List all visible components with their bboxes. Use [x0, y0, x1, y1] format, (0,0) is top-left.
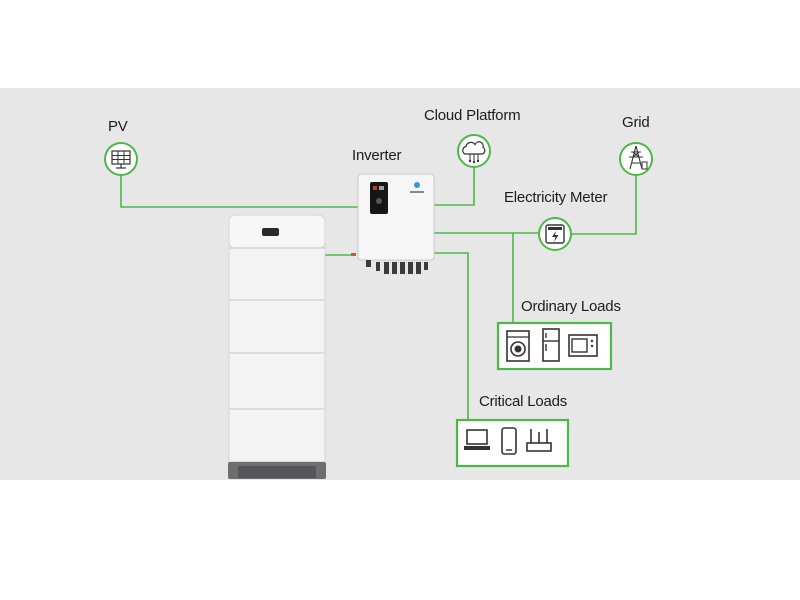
cloud-platform-label: Cloud Platform [424, 107, 521, 124]
grid-label: Grid [622, 114, 650, 131]
pv-to-inverter-line [120, 175, 358, 208]
battery-stack [228, 214, 326, 479]
inverter-unit [351, 173, 435, 274]
electricity-meter-icon [538, 217, 572, 251]
router-icon [526, 429, 552, 452]
refrigerator-icon [542, 328, 560, 362]
to-critical-loads-line [434, 252, 469, 420]
microwave-icon [568, 334, 598, 357]
ordinary-loads-box [496, 321, 613, 371]
meter-to-grid-line [569, 175, 637, 235]
smartphone-icon [501, 427, 517, 455]
connection-lines [120, 168, 637, 420]
pv-label: PV [108, 118, 128, 135]
critical-loads-box [455, 418, 570, 468]
inverter-label: Inverter [352, 147, 402, 164]
ordinary-loads-label: Ordinary Loads [521, 298, 621, 315]
cloud-to-inverter-line [434, 168, 475, 206]
laptop-icon [464, 429, 490, 450]
solar-panel-icon [104, 142, 138, 176]
critical-loads-label: Critical Loads [479, 393, 568, 410]
battery-display-icon [262, 228, 279, 236]
electricity-meter-label: Electricity Meter [504, 189, 608, 206]
washing-machine-icon [506, 330, 530, 362]
cloud-icon [457, 134, 491, 168]
transmission-tower-icon [619, 142, 653, 176]
